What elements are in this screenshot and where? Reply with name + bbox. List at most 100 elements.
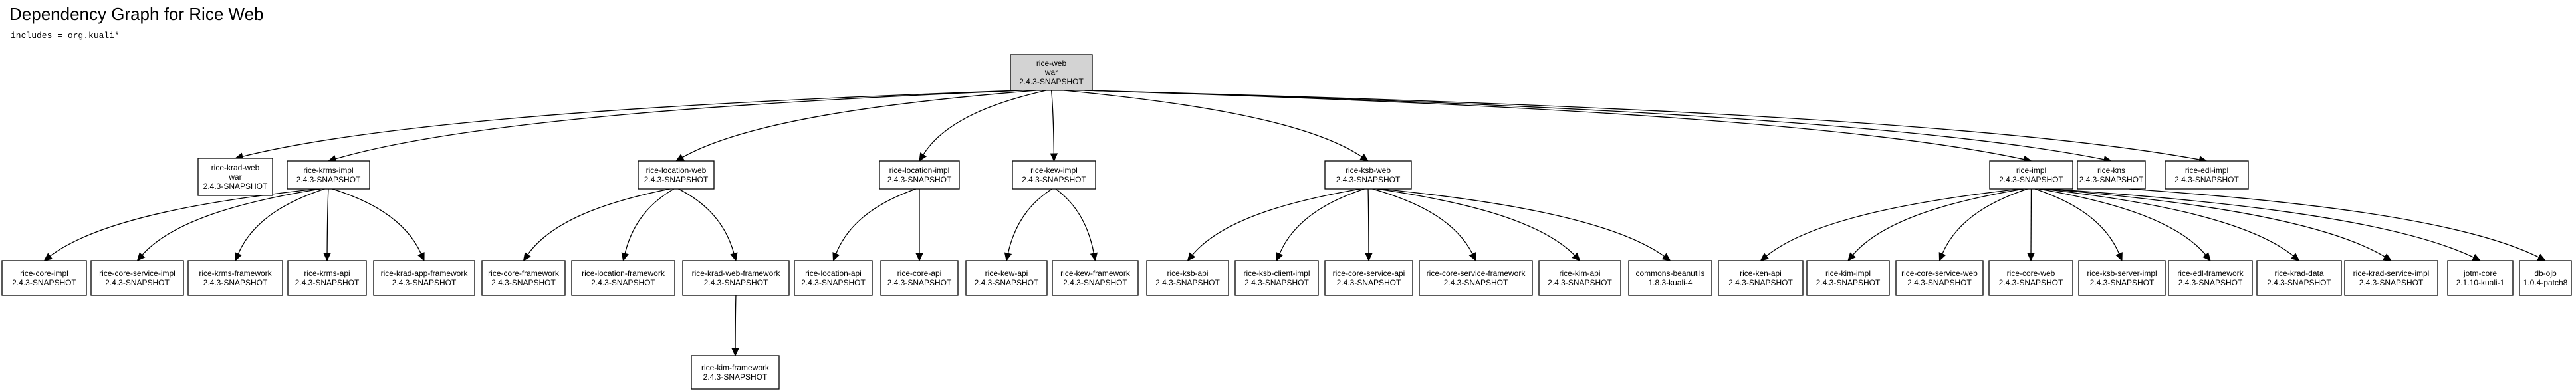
arrowhead	[675, 154, 685, 162]
edge-rice-web-to-rice-ksb-web	[1064, 90, 1369, 162]
edge-line	[49, 188, 317, 257]
edge-line	[332, 188, 422, 255]
node-detail: 2.4.3-SNAPSHOT	[1444, 278, 1508, 287]
node-box	[1988, 260, 2073, 296]
edge-line	[682, 90, 1036, 158]
node-box	[2447, 260, 2514, 296]
node-detail: 2.4.3-SNAPSHOT	[1548, 278, 1612, 287]
node-box	[1895, 260, 1984, 296]
node-label: db-ojb	[2534, 269, 2557, 278]
filter-caption: includes = org.kuali*	[11, 31, 120, 41]
node-detail: 2.4.3-SNAPSHOT	[1155, 278, 1220, 287]
edge-line	[242, 90, 1019, 157]
node-detail: war	[228, 172, 241, 182]
node-detail: 2.4.3-SNAPSHOT	[203, 182, 268, 191]
edge-rice-kns-to-db-ojb	[2129, 188, 2547, 261]
arrowhead	[832, 252, 840, 262]
node-detail: 2.4.3-SNAPSHOT	[591, 278, 655, 287]
node-detail: 2.4.3-SNAPSHOT	[1063, 278, 1127, 287]
node-box	[197, 158, 273, 196]
node-box	[2344, 260, 2438, 296]
edge-rice-impl-to-rice-kim-impl	[1847, 188, 2024, 261]
arrowhead	[1468, 252, 1476, 262]
node-box	[2519, 260, 2572, 296]
edges-layer	[43, 90, 2547, 357]
node-box	[287, 160, 370, 190]
node-box	[1052, 260, 1139, 296]
page-title: Dependency Graph for Rice Web	[9, 4, 264, 24]
edge-rice-krad-web-framework-to-rice-kim-framework	[731, 295, 739, 357]
edge-rice-location-web-to-rice-krad-web-framework	[678, 188, 738, 262]
edge-rice-kew-impl-to-rice-kew-api	[1004, 188, 1052, 262]
edge-rice-impl-to-rice-core-service-web	[1938, 188, 2028, 262]
node-box	[880, 260, 959, 296]
node-label: rice-location-api	[805, 269, 862, 278]
edge-line	[527, 188, 670, 255]
edge-rice-impl-to-rice-ken-api	[1760, 188, 2021, 261]
arrowhead	[235, 252, 242, 262]
node-detail: 2.4.3-SNAPSHOT	[801, 278, 866, 287]
node-label: rice-core-service-api	[1333, 269, 1405, 278]
node-detail: 2.4.3-SNAPSHOT	[1019, 77, 1084, 86]
edge-rice-impl-to-rice-ksb-server-impl	[2034, 188, 2123, 262]
node-box	[1718, 260, 1804, 296]
node-label: rice-ken-api	[1740, 269, 1782, 278]
node-detail: war	[1044, 68, 1058, 77]
node-box	[965, 260, 1048, 296]
node-box	[481, 260, 566, 296]
node-detail: 2.4.3-SNAPSHOT	[1244, 278, 1309, 287]
edge-line	[1084, 90, 2200, 160]
node-box	[90, 260, 184, 296]
arrowhead	[2537, 253, 2547, 261]
arrowhead	[1187, 252, 1196, 261]
node-label: rice-core-service-framework	[1427, 269, 1526, 278]
edge-line	[1064, 90, 1363, 158]
edge-rice-ksb-web-to-rice-core-service-framework	[1372, 188, 1476, 262]
arrowhead	[323, 253, 331, 262]
edge-rice-web-to-rice-krad-web	[234, 90, 1019, 160]
node-label: rice-ksb-server-impl	[2087, 269, 2157, 278]
arrowhead	[1661, 253, 1671, 261]
node-label: rice-ksb-api	[1167, 269, 1208, 278]
edge-line	[1007, 188, 1052, 254]
node-detail: 2.4.3-SNAPSHOT	[1816, 278, 1881, 287]
node-box	[1146, 260, 1229, 296]
node-label: rice-krad-data	[2274, 269, 2323, 278]
node-label: rice-kim-impl	[1825, 269, 1871, 278]
edge-rice-location-web-to-rice-core-framework	[523, 188, 670, 261]
node-box	[879, 160, 960, 190]
edge-rice-location-impl-to-rice-core-api	[915, 189, 923, 262]
arrowhead	[2383, 253, 2393, 261]
node-box	[373, 260, 475, 296]
node-detail: 2.4.3-SNAPSHOT	[704, 278, 768, 287]
edge-rice-ksb-web-to-rice-ksb-client-impl	[1276, 188, 1365, 262]
node-label: rice-core-framework	[488, 269, 560, 278]
arrowhead	[1938, 252, 1946, 262]
node-box	[1, 260, 87, 296]
node-detail: 2.4.3-SNAPSHOT	[203, 278, 268, 287]
node-label: rice-edl-impl	[2185, 166, 2228, 175]
arrowhead	[1276, 252, 1284, 262]
arrowhead	[1572, 252, 1581, 261]
edge-rice-krms-impl-to-rice-krad-app-framework	[332, 188, 425, 262]
node-box	[2077, 160, 2146, 190]
edge-line	[1055, 188, 1095, 254]
